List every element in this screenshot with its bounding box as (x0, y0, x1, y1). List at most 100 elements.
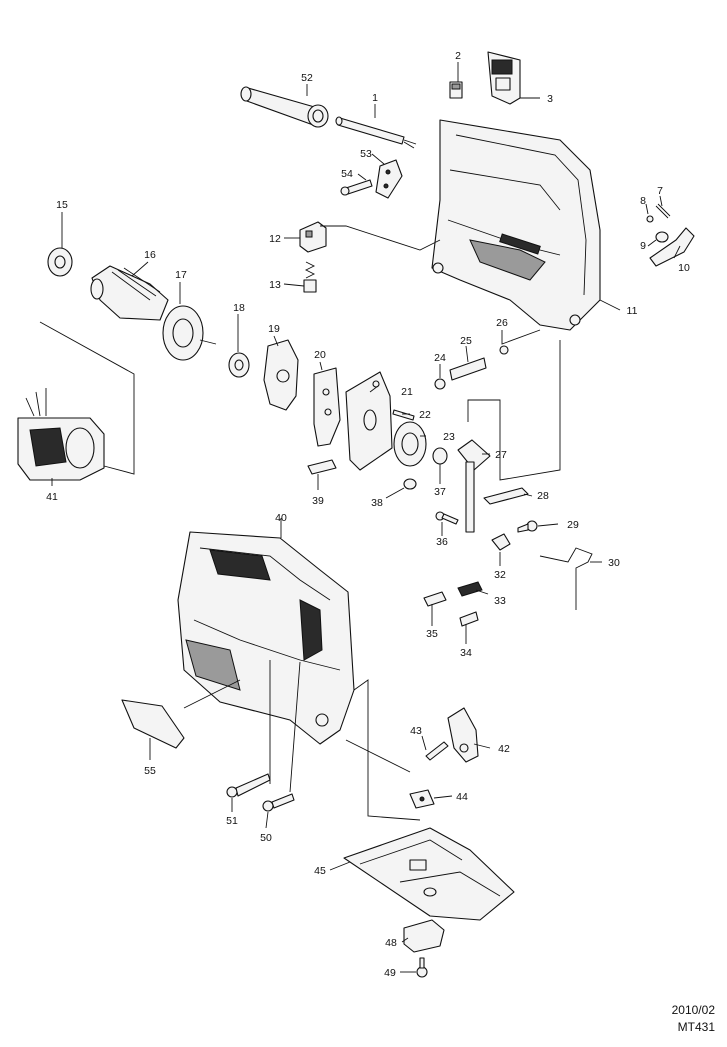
part-15-bearing (47, 247, 73, 277)
callout-34: 34 (460, 647, 472, 659)
callout-38: 38 (371, 497, 383, 509)
part-1-rod (335, 116, 417, 149)
part-33-pad (457, 581, 483, 597)
part-23-gear (393, 421, 427, 467)
callout-55: 54 (341, 168, 353, 180)
part-12-brush-holder (299, 221, 327, 253)
part-32-block (491, 533, 511, 551)
callout-33: 33 (494, 595, 506, 607)
part-8-ball (646, 215, 654, 223)
part-30-wire-spring (539, 547, 593, 610)
part-37-bushing (432, 447, 448, 465)
callout-2: 2 (455, 50, 461, 62)
part-50-screw (262, 793, 295, 812)
callout-54: 53 (360, 148, 372, 160)
callout-50: 50 (260, 832, 272, 844)
part-48-clamp (403, 919, 445, 953)
callout-42: 42 (498, 743, 510, 755)
callout-28: 28 (537, 490, 549, 502)
part-28-plate (483, 487, 529, 505)
part-10-lever (649, 227, 695, 267)
part-17-fan (162, 305, 217, 361)
callout-32: 32 (494, 569, 506, 581)
callout-20: 20 (314, 349, 326, 361)
callout-16: 16 (144, 249, 156, 261)
part-54-cord-clamp (375, 159, 403, 199)
callout-21: 21 (401, 386, 413, 398)
part-25-roller (449, 357, 487, 381)
callout-49: 49 (384, 967, 396, 979)
callout-53: 52 (301, 72, 313, 84)
leader-lines (39, 62, 681, 973)
part-3-switch (487, 51, 521, 105)
part-49-screw (416, 957, 428, 978)
callout-10: 10 (678, 262, 690, 274)
callout-8: 8 (640, 195, 646, 207)
part-40-motor-housing (177, 531, 355, 745)
callout-9: 9 (640, 240, 646, 252)
callout-17: 17 (175, 269, 187, 281)
part-45-base (343, 827, 515, 921)
part-18-bearing (228, 352, 250, 378)
callout-40: 40 (275, 512, 287, 524)
part-52-label (121, 699, 185, 749)
callout-27: 27 (495, 449, 507, 461)
callout-11: 11 (627, 305, 638, 317)
revision-date: 2010/02 (671, 1003, 715, 1017)
part-2-small-block (449, 81, 463, 99)
callout-36: 36 (436, 536, 448, 548)
model-number: MT431 (677, 1020, 715, 1034)
part-44-plate (409, 789, 435, 809)
callout-23: 23 (443, 431, 455, 443)
callout-labels: 52 1 2 3 53 54 7 8 9 10 11 12 13 15 16 1… (46, 50, 690, 979)
callout-35: 35 (426, 628, 438, 640)
part-27-slider (457, 439, 491, 533)
callout-22: 22 (419, 409, 431, 421)
part-41-field (17, 388, 105, 481)
callout-41: 41 (46, 491, 58, 503)
callout-26: 26 (496, 317, 508, 329)
part-26-o-ring (499, 345, 509, 355)
callout-48: 48 (385, 937, 397, 949)
callout-3: 3 (547, 93, 553, 105)
callout-37: 37 (434, 486, 446, 498)
callout-12: 12 (269, 233, 281, 245)
part-53-grip (240, 86, 329, 128)
callout-1: 1 (372, 92, 378, 104)
part-7-spring (655, 203, 671, 219)
part-38-washer (403, 478, 417, 490)
callout-24: 24 (434, 352, 446, 364)
part-24-o-ring (434, 378, 446, 390)
part-51-screw (226, 773, 271, 798)
part-13-carbon-brush (303, 261, 317, 293)
callout-44: 44 (456, 791, 468, 803)
part-22-pin (392, 409, 415, 421)
callout-29: 29 (567, 519, 579, 531)
callout-25: 25 (460, 335, 472, 347)
part-11-housing (431, 119, 601, 331)
callout-7: 7 (657, 185, 663, 197)
part-42-lever (447, 707, 479, 763)
part-39-plate (307, 459, 337, 475)
callout-43: 43 (410, 725, 422, 737)
callout-51: 51 (226, 815, 238, 827)
callout-39: 39 (312, 495, 324, 507)
part-9-washer (655, 231, 669, 243)
callout-45: 45 (314, 865, 326, 877)
part-36-screw (435, 511, 459, 525)
part-21-plate (345, 371, 393, 471)
part-55-screw (340, 179, 373, 196)
callout-18: 18 (233, 302, 245, 314)
part-16-armature (90, 265, 169, 321)
part-34-pad (459, 611, 479, 627)
part-29-screw (517, 520, 538, 533)
part-35-pad (423, 591, 447, 607)
part-19-retainer (263, 339, 299, 411)
callout-15: 15 (56, 199, 68, 211)
part-20-plate (313, 367, 341, 447)
callout-13: 13 (269, 279, 281, 291)
callout-52: 55 (144, 765, 156, 777)
part-43-pin (425, 741, 449, 761)
callout-30: 30 (608, 557, 620, 569)
